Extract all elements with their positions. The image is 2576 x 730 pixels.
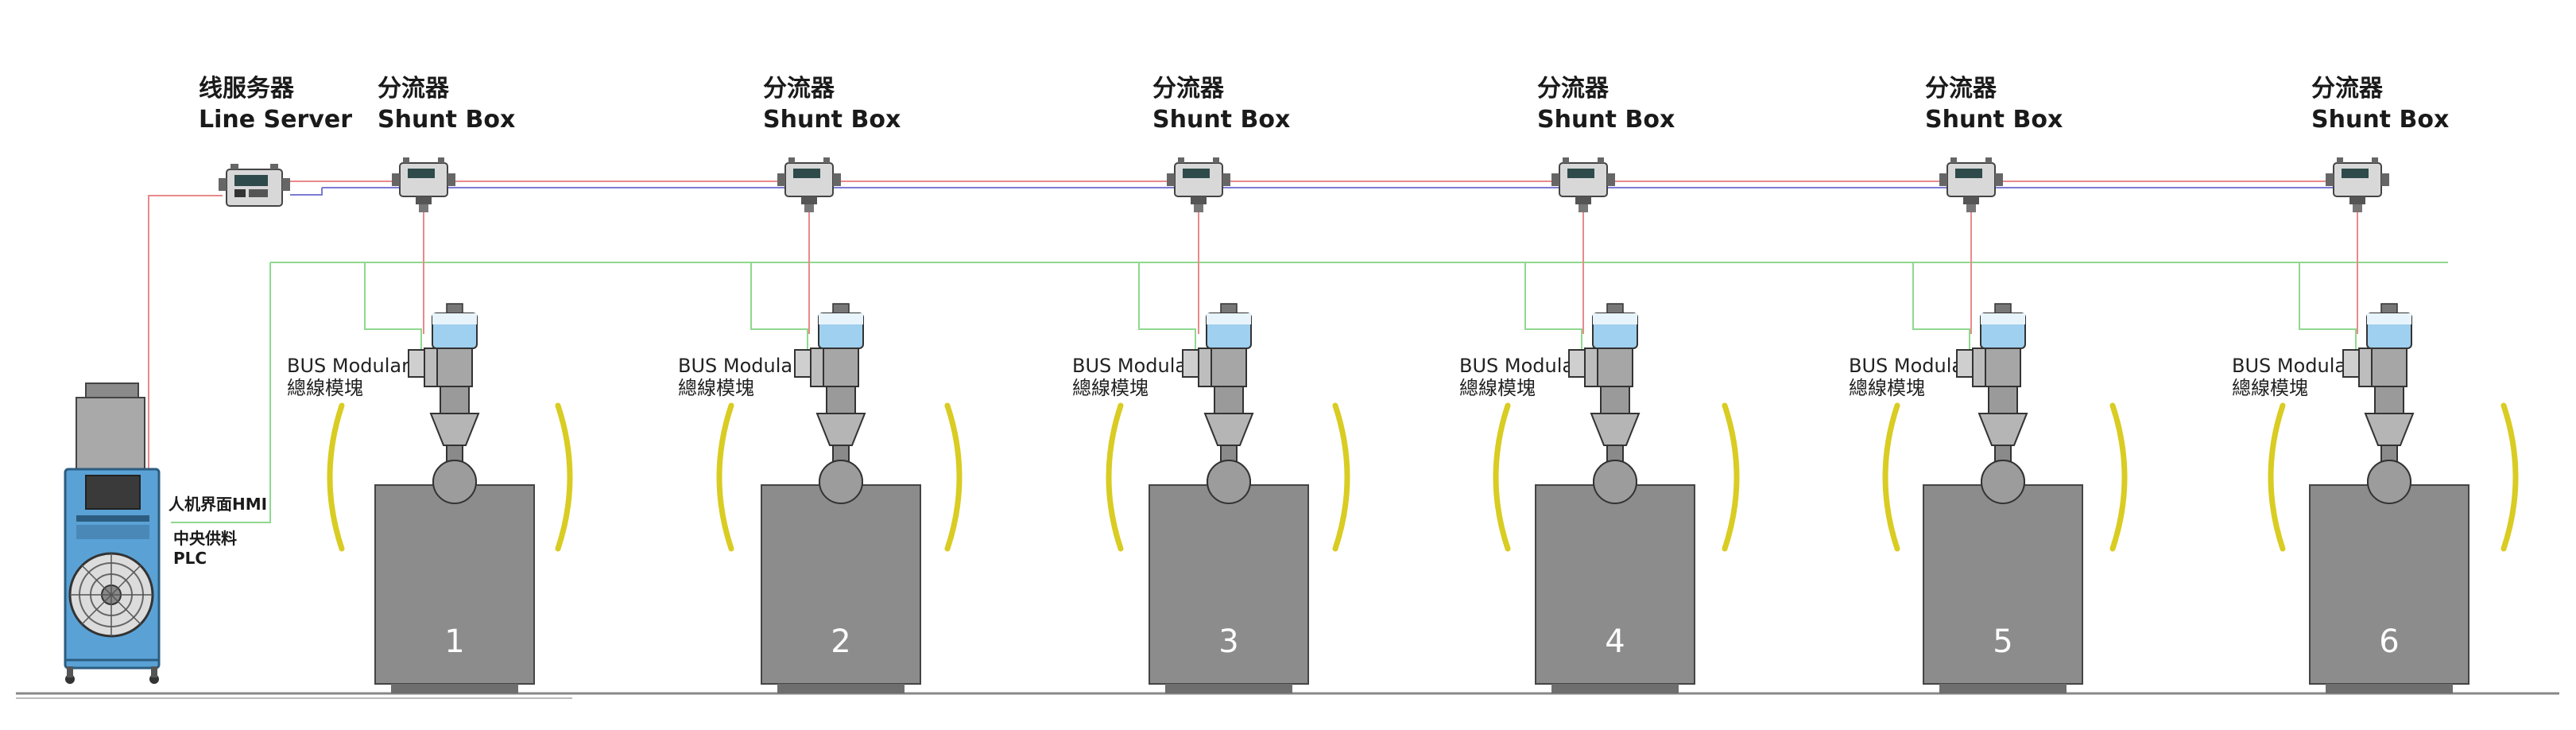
central-feeding-label: 中央供料 xyxy=(173,529,237,548)
fence-arc-right xyxy=(1332,402,1350,552)
bus-modular-label-en: BUS Modular xyxy=(678,355,800,377)
bus-modular-label-en: BUS Modular xyxy=(2232,355,2354,377)
bus-modular-label-cn: 總線模塊 xyxy=(678,377,754,399)
fence-arc-left xyxy=(327,402,345,552)
bus-branch xyxy=(1912,262,1970,350)
hopper-loader xyxy=(1956,303,2028,504)
bus-modular-label-en: BUS Modular xyxy=(1459,355,1582,377)
hmi-label: 人机界面HMI xyxy=(169,495,267,514)
fence-arc-left xyxy=(716,402,734,552)
bus-modular-box xyxy=(1956,349,1974,378)
machine-body[interactable]: 4 xyxy=(1535,460,1695,693)
line-server-label-cn: 线服务器 xyxy=(199,75,295,103)
bus-modular-box xyxy=(408,349,425,378)
signal-cable-server-link xyxy=(290,188,323,196)
bus-modular-box xyxy=(1568,349,1586,378)
machine-body[interactable]: 2 xyxy=(761,460,921,693)
fence-arc-left xyxy=(1106,402,1124,552)
shunt-box-label-en: Shunt Box xyxy=(763,106,901,134)
bus-modular-label-cn: 總線模塊 xyxy=(2232,377,2308,399)
bus-branch xyxy=(1524,262,1582,350)
bus-modular-label-en: BUS Modular xyxy=(1072,355,1195,377)
bus-modular-label-cn: 總線模塊 xyxy=(1072,377,1149,399)
shunt-box-device[interactable] xyxy=(1167,157,1230,212)
shunt-box-label-cn: 分流器 xyxy=(763,75,835,103)
machine-number: 1 xyxy=(444,623,464,660)
shunt-box-label-en: Shunt Box xyxy=(1152,106,1290,134)
machine-number: 2 xyxy=(831,623,850,660)
bus-branch xyxy=(750,262,808,350)
shunt-box-label-cn: 分流器 xyxy=(1152,75,1225,103)
machine-number: 4 xyxy=(1605,623,1625,660)
central-controller[interactable] xyxy=(64,382,161,684)
machine-number: 5 xyxy=(1993,623,2012,660)
shunt-box-label-en: Shunt Box xyxy=(1925,106,2063,134)
machine-body[interactable]: 3 xyxy=(1149,460,1309,693)
shunt-box-device[interactable] xyxy=(1939,157,2003,212)
line-server-label-en: Line Server xyxy=(199,106,352,134)
bus-modular-box xyxy=(1182,349,1199,378)
bus-modular-label-cn: 總線模塊 xyxy=(287,377,363,399)
shunt-box-label-en: Shunt Box xyxy=(1537,106,1675,134)
hmi-screen xyxy=(85,475,141,510)
machine-number: 6 xyxy=(2379,623,2399,660)
shunt-box-label-en: Shunt Box xyxy=(378,106,515,134)
machine-body[interactable]: 5 xyxy=(1923,460,2083,693)
shunt-box-label-cn: 分流器 xyxy=(1537,75,1610,103)
shunt-box-label-en: Shunt Box xyxy=(2311,106,2449,134)
fence-arc-left xyxy=(1882,402,1900,552)
bus-modular-box xyxy=(794,349,812,378)
bus-modular-label-cn: 總線模塊 xyxy=(1849,377,1925,399)
bus-modular-box xyxy=(2342,349,2360,378)
fence-arc-left xyxy=(2268,402,2286,552)
machine-body[interactable]: 1 xyxy=(374,460,535,693)
line-server-device[interactable] xyxy=(219,164,290,207)
power-cable-to-controller xyxy=(148,195,223,477)
fence-arc-left xyxy=(1493,402,1511,552)
bus-modular-label-cn: 總線模塊 xyxy=(1459,377,1536,399)
bus-branch xyxy=(1138,262,1196,350)
bus-modular-label-en: BUS Modular xyxy=(1849,355,1971,377)
fence-arc-right xyxy=(2109,402,2128,552)
bus-branch xyxy=(2299,262,2357,350)
fence-arc-right xyxy=(2500,402,2519,552)
machine-body[interactable]: 6 xyxy=(2309,460,2469,693)
shunt-box-device[interactable] xyxy=(2326,157,2389,212)
plc-label: PLC xyxy=(173,549,207,568)
fence-arc-right xyxy=(1722,402,1740,552)
shunt-box-device[interactable] xyxy=(1551,157,1615,212)
fence-arc-right xyxy=(555,402,573,552)
bus-cable-to-controller xyxy=(171,262,271,523)
shunt-box-label-cn: 分流器 xyxy=(1925,75,1997,103)
shunt-box-device[interactable] xyxy=(392,157,455,212)
bus-branch xyxy=(364,262,422,350)
bus-modular-label-en: BUS Modular xyxy=(287,355,409,377)
shunt-box-device[interactable] xyxy=(777,157,841,212)
shunt-box-label-cn: 分流器 xyxy=(378,75,450,103)
shunt-box-label-cn: 分流器 xyxy=(2311,75,2384,103)
fence-arc-right xyxy=(944,402,963,552)
machine-number: 3 xyxy=(1218,623,1238,660)
